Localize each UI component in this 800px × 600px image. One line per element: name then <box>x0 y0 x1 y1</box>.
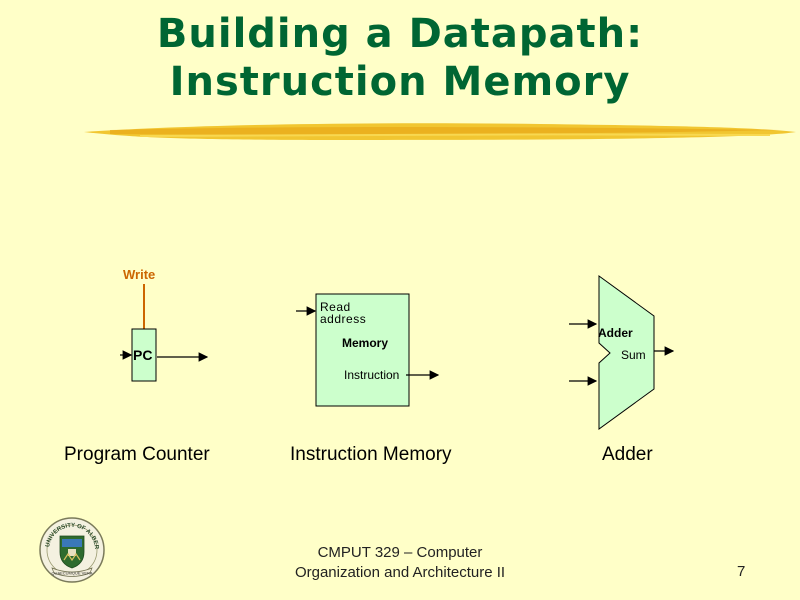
title-line-2: Instruction Memory <box>169 59 631 105</box>
page-number: 7 <box>737 563 746 580</box>
program-counter-element: Write PC <box>120 267 209 382</box>
imem-instruction-label: Instruction <box>344 368 399 382</box>
imem-address-label: address <box>320 312 366 326</box>
instruction-memory-element: Read address Memory Instruction <box>296 293 440 407</box>
university-crest-logo: UNIVERSITY OF ALBERTA QUAECUMQUE VERA <box>38 516 105 583</box>
pc-write-label: Write <box>123 267 155 282</box>
adder-sum-label: Sum <box>621 348 646 362</box>
footer-line-1: CMPUT 329 – Computer <box>317 544 483 561</box>
slide-title: Building a Datapath: Instruction Memory <box>0 10 800 106</box>
footer-line-2: Organization and Architecture II <box>294 564 506 581</box>
imem-memory-label: Memory <box>342 336 388 350</box>
adder-shape <box>598 275 655 430</box>
title-line-1: Building a Datapath: <box>156 11 644 57</box>
imem-read-label: Read <box>320 300 351 314</box>
adder-element: Adder Sum <box>569 275 675 430</box>
pc-box-label: PC <box>133 347 152 363</box>
pc-box <box>131 328 157 382</box>
caption-program-counter: Program Counter <box>64 444 210 465</box>
caption-instruction-memory: Instruction Memory <box>290 444 452 465</box>
caption-adder: Adder <box>602 444 653 465</box>
logo-motto: QUAECUMQUE VERA <box>51 571 92 576</box>
brush-stroke-divider <box>84 123 796 140</box>
footer-course-title: CMPUT 329 – Computer Organization and Ar… <box>250 543 550 583</box>
adder-label: Adder <box>598 326 633 340</box>
imem-box <box>315 293 410 407</box>
